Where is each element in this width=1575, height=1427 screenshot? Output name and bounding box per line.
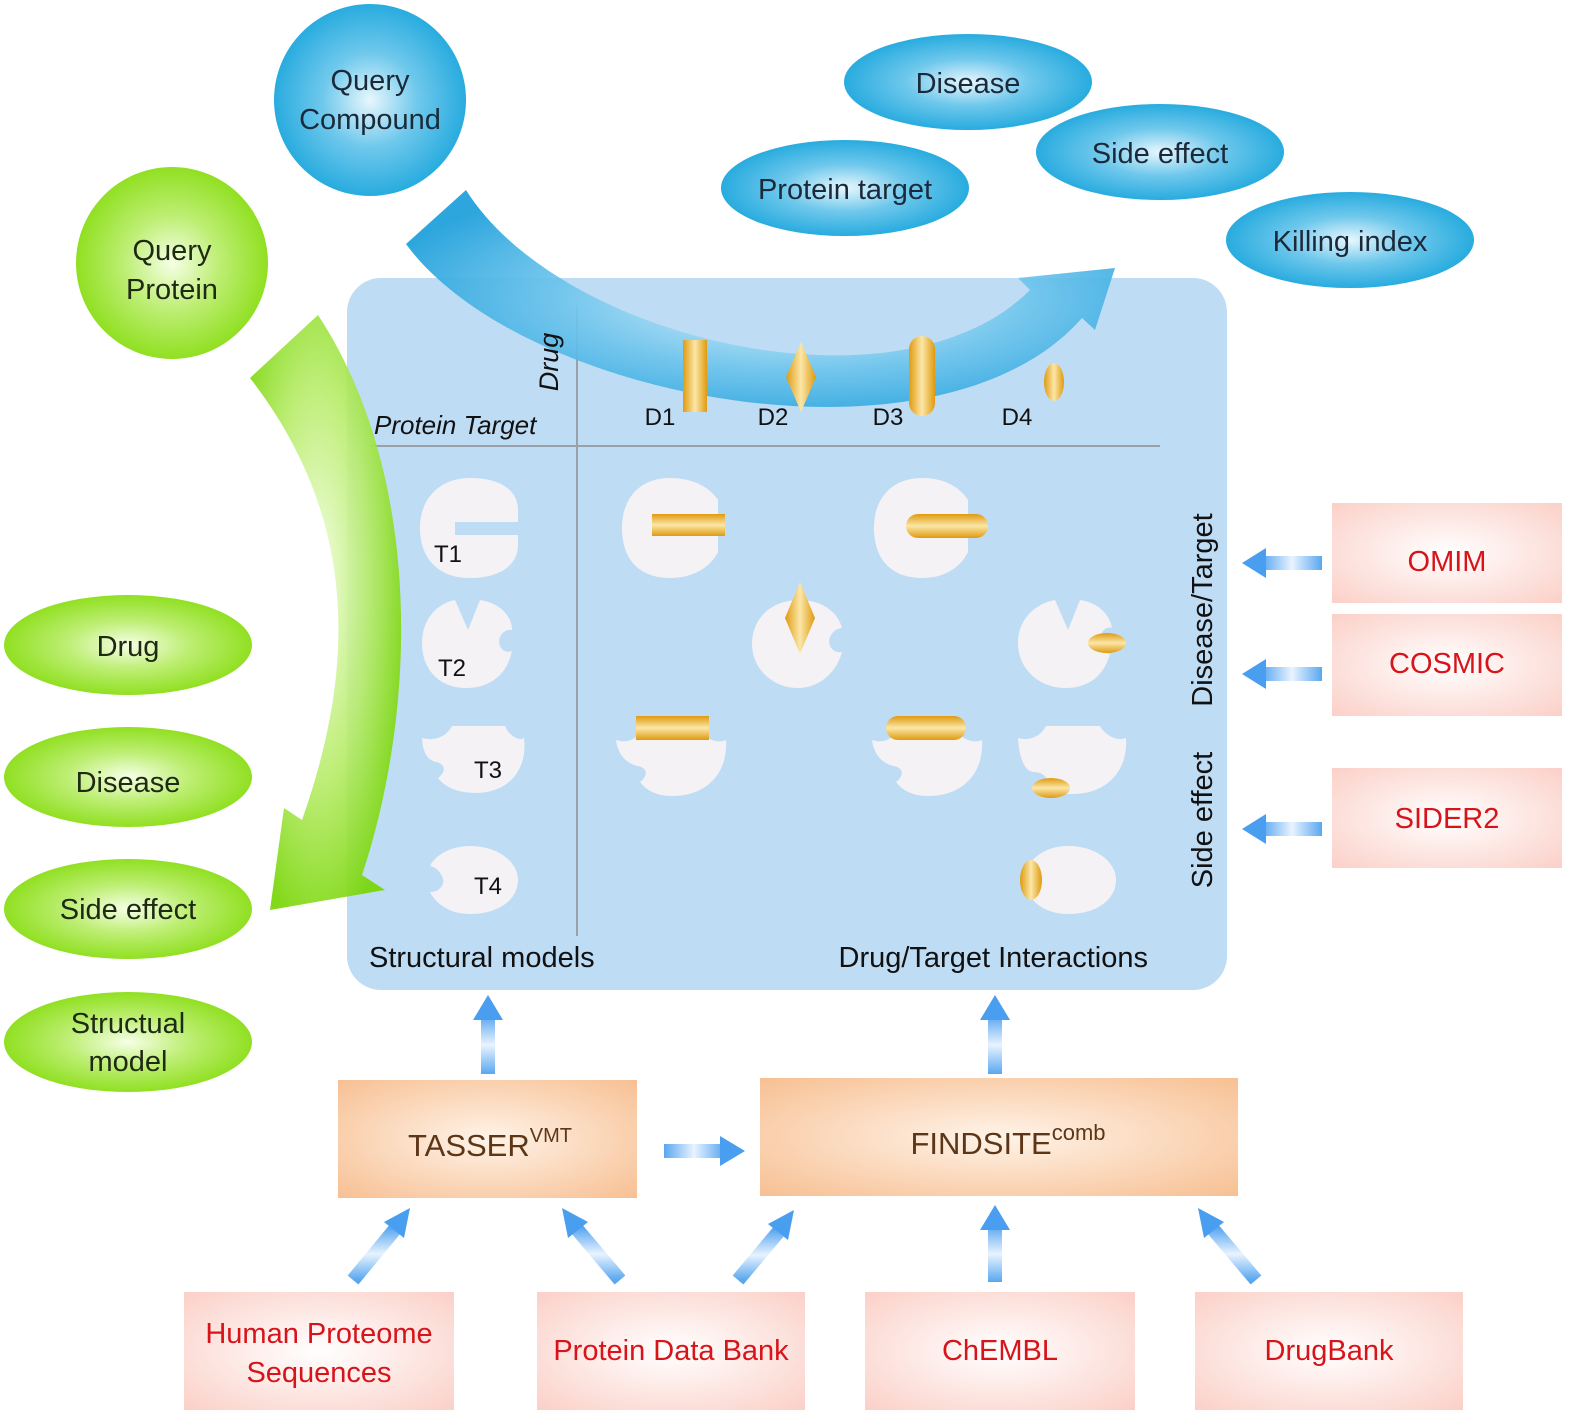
output-disease-label: Disease <box>916 68 1021 100</box>
output-green-side-effect-node[interactable]: Side effect <box>4 859 252 959</box>
output-green-disease-label: Disease <box>76 767 181 799</box>
drug-d3-label: D3 <box>873 404 904 431</box>
output-killing-index-label: Killing index <box>1273 226 1428 258</box>
interaction-t1-d3 <box>874 478 988 578</box>
db-sider2-label: SIDER2 <box>1395 803 1500 835</box>
arrow-drugbank-to-findsite <box>1198 1208 1262 1285</box>
tasser-base: TASSER <box>408 1128 530 1163</box>
target-t2-label: T2 <box>438 655 466 682</box>
db-human-proteome-line2: Sequences <box>246 1357 391 1389</box>
target-t1-label: T1 <box>434 541 462 568</box>
arrow-sider2-to-panel <box>1242 814 1322 844</box>
arrow-chembl-to-findsite <box>980 1205 1010 1282</box>
drug-d2-shape <box>786 342 816 412</box>
arrow-pdb-to-tasser <box>562 1208 626 1285</box>
output-green-disease-node[interactable]: Disease <box>4 727 252 827</box>
target-t2-model: T2 <box>422 600 512 688</box>
interaction-t2-d2 <box>752 582 842 688</box>
findsite-base: FINDSITE <box>910 1126 1051 1161</box>
output-protein-target-node[interactable]: Protein target <box>721 140 969 236</box>
query-compound-node[interactable]: Query Compound <box>274 4 466 196</box>
output-side-effect-label: Side effect <box>1092 138 1229 170</box>
findsite-sup: comb <box>1052 1120 1106 1145</box>
arrow-findsite-to-panel <box>980 995 1010 1074</box>
interaction-t2-d4 <box>1018 600 1126 688</box>
tasser-sup: VMT <box>530 1125 572 1147</box>
arrow-tasser-to-panel <box>473 995 503 1074</box>
db-cosmic-box[interactable]: COSMIC <box>1332 614 1562 716</box>
output-side-effect-node[interactable]: Side effect <box>1036 104 1284 200</box>
db-pdb-box[interactable]: Protein Data Bank <box>537 1292 805 1410</box>
target-t3-label: T3 <box>474 757 502 784</box>
db-human-proteome-box[interactable]: Human Proteome Sequences <box>184 1292 454 1410</box>
output-killing-index-node[interactable]: Killing index <box>1226 192 1474 288</box>
output-drug-label: Drug <box>97 631 160 663</box>
interaction-t1-d1 <box>622 478 725 578</box>
interaction-t3-d4 <box>1018 726 1127 798</box>
db-chembl-label: ChEMBL <box>942 1335 1058 1367</box>
arrow-omim-to-panel <box>1242 548 1322 578</box>
query-protein-line1: Query <box>133 235 212 267</box>
interaction-t4-d4 <box>1020 846 1116 914</box>
interaction-t3-d3 <box>872 716 983 796</box>
db-drugbank-box[interactable]: DrugBank <box>1195 1292 1463 1410</box>
db-chembl-box[interactable]: ChEMBL <box>865 1292 1135 1410</box>
drug-axis-label: Drug <box>534 333 564 392</box>
db-cosmic-label: COSMIC <box>1389 648 1505 680</box>
side-effect-side-label: Side effect <box>1187 752 1219 889</box>
drug-d2-label: D2 <box>758 404 789 431</box>
arrow-cosmic-to-panel <box>1242 659 1322 689</box>
tasser-vmt-box[interactable]: TASSERVMT <box>338 1080 637 1198</box>
query-protein-line2: Protein <box>126 274 218 306</box>
db-sider2-box[interactable]: SIDER2 <box>1332 768 1562 868</box>
query-compound-line1: Query <box>331 65 410 97</box>
db-omim-box[interactable]: OMIM <box>1332 503 1562 603</box>
arrow-pdb-to-findsite <box>732 1210 794 1285</box>
drug-d3-shape <box>909 336 935 416</box>
output-protein-target-label: Protein target <box>758 174 932 206</box>
target-t1-model: T1 <box>420 478 518 578</box>
db-pdb-label: Protein Data Bank <box>553 1335 789 1367</box>
arrow-human-proteome-to-tasser <box>347 1208 410 1285</box>
output-green-side-effect-label: Side effect <box>60 894 197 926</box>
output-structual-model-line1: Structual <box>71 1008 185 1040</box>
tasser-label: TASSERVMT <box>408 1125 572 1163</box>
db-omim-label: OMIM <box>1408 546 1487 578</box>
drug-d4-label: D4 <box>1002 404 1033 431</box>
arrow-tasser-to-findsite <box>664 1136 745 1166</box>
output-structual-model-node[interactable]: Structual model <box>4 992 252 1092</box>
drug-target-interactions-caption: Drug/Target Interactions <box>839 942 1148 974</box>
output-disease-node[interactable]: Disease <box>844 34 1092 130</box>
db-drugbank-label: DrugBank <box>1265 1335 1394 1367</box>
output-drug-node[interactable]: Drug <box>4 595 252 695</box>
query-protein-node[interactable]: Query Protein <box>76 167 268 359</box>
query-compound-line2: Compound <box>299 104 441 136</box>
structural-models-caption: Structural models <box>369 942 595 974</box>
compound-flow-arrow <box>406 190 1115 407</box>
protein-flow-arrow <box>250 315 402 910</box>
target-t4-model: T4 <box>430 846 518 914</box>
interaction-t3-d1 <box>616 716 727 796</box>
target-t4-label: T4 <box>474 873 502 900</box>
findsite-comb-box[interactable]: FINDSITEcomb <box>760 1078 1238 1196</box>
drug-d4-shape <box>1044 363 1064 401</box>
drug-d1-label: D1 <box>645 404 676 431</box>
disease-target-side-label: Disease/Target <box>1187 513 1219 706</box>
output-structual-model-line2: model <box>89 1046 168 1078</box>
drug-d1-shape <box>683 340 707 412</box>
target-t3-model: T3 <box>422 726 525 793</box>
db-human-proteome-line1: Human Proteome <box>205 1318 432 1350</box>
target-axis-label: Protein Target <box>374 410 538 440</box>
findsite-label: FINDSITEcomb <box>910 1120 1105 1161</box>
